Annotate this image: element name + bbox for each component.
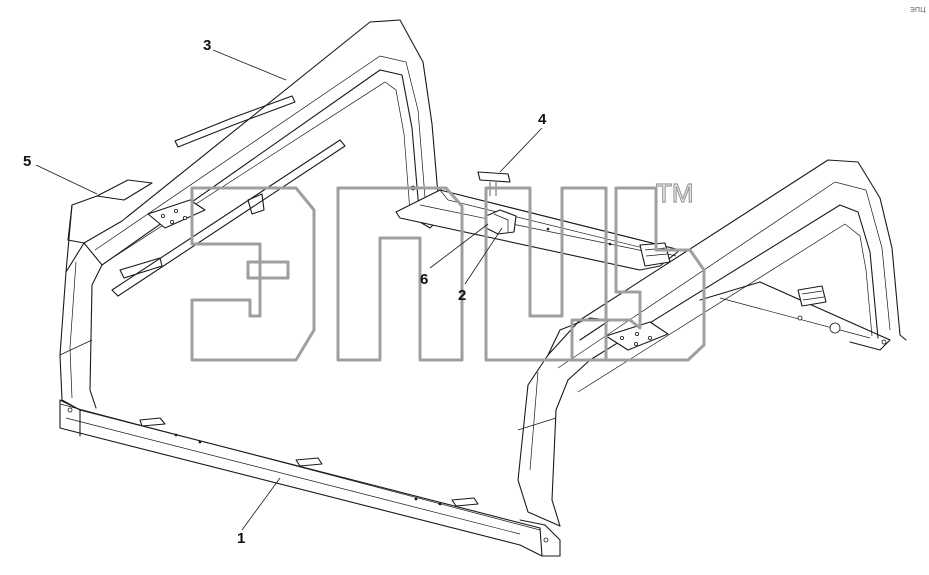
watermark-logo: TM [190, 177, 706, 362]
callout-2: 2 [458, 287, 466, 304]
rear-cross-member [395, 189, 681, 271]
part-4-clip [477, 171, 511, 196]
callout-3: 3 [203, 37, 211, 54]
watermark-trademark: TM [656, 178, 694, 208]
corner-mark-text: ЭПЦ [910, 6, 926, 14]
part-1-front-bar [59, 399, 561, 557]
part-3-strip [174, 95, 296, 148]
right-bow-frame [517, 159, 907, 527]
part-5-plate [96, 179, 153, 201]
leader-lines [35, 49, 543, 531]
left-bow-frame [59, 19, 441, 411]
callout-6: 6 [420, 271, 428, 288]
callout-5: 5 [23, 153, 31, 170]
callout-1: 1 [237, 530, 245, 547]
callout-4: 4 [538, 111, 547, 128]
